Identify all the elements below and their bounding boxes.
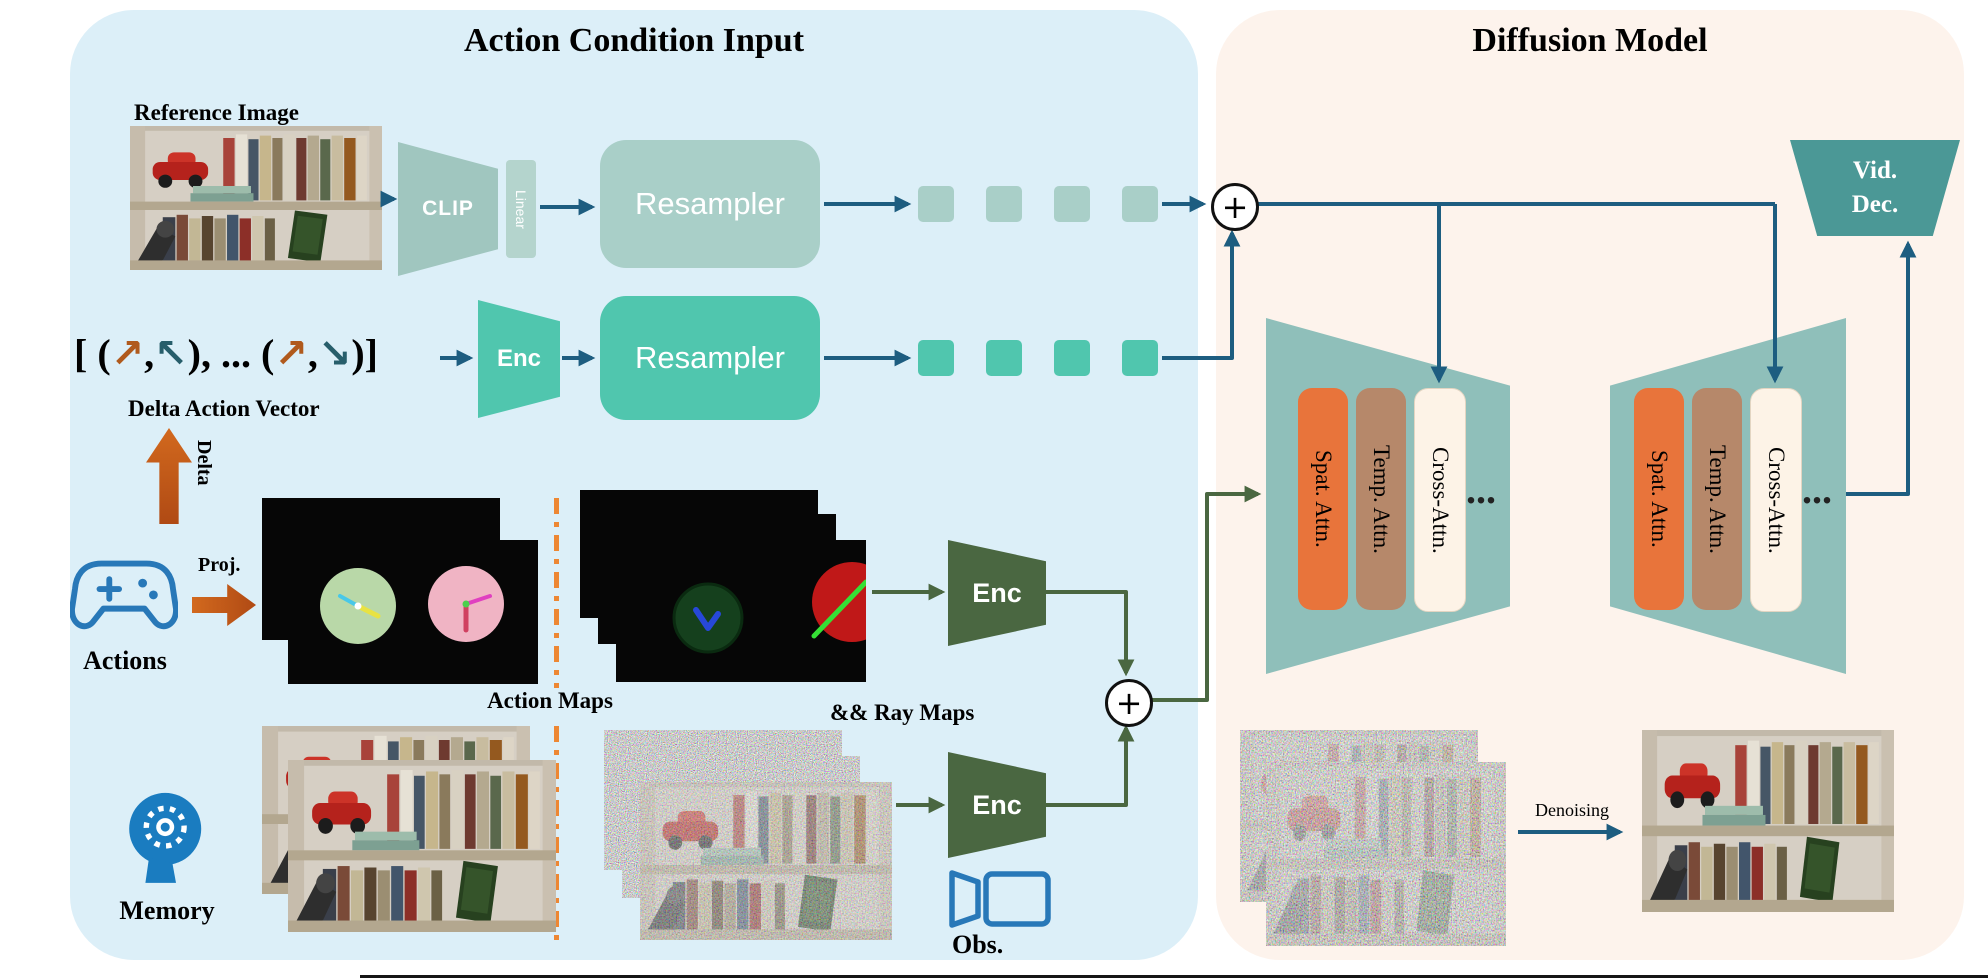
resampler-mid: Resampler bbox=[600, 296, 820, 420]
delta-label: Delta bbox=[193, 440, 215, 486]
plus-symbol: + bbox=[1221, 188, 1249, 226]
enc-ray-label: Enc bbox=[972, 577, 1022, 608]
divider-top bbox=[554, 498, 559, 688]
temp-attn-label: Temp. Attn. bbox=[1705, 444, 1730, 554]
clip-label: CLIP bbox=[422, 197, 474, 220]
temp-attn-block-2: Temp. Attn. bbox=[1692, 388, 1742, 610]
action-token bbox=[986, 340, 1022, 376]
denoised-image bbox=[1642, 730, 1894, 912]
vector-text: , bbox=[307, 331, 318, 376]
vid-dec-label-line2: Dec. bbox=[1851, 191, 1899, 218]
ray-maps-label: && Ray Maps bbox=[830, 700, 975, 725]
proj-label: Proj. bbox=[198, 554, 241, 576]
action-maps-label: Action Maps bbox=[487, 688, 613, 713]
image-token bbox=[918, 186, 954, 222]
add-circle-bottom: + bbox=[1105, 679, 1153, 727]
image-token bbox=[1054, 186, 1090, 222]
image-token bbox=[1122, 186, 1158, 222]
action-condition-title: Action Condition Input bbox=[463, 22, 805, 59]
action-token bbox=[1054, 340, 1090, 376]
plus-symbol: + bbox=[1115, 684, 1143, 722]
resampler-top-label: Resampler bbox=[635, 186, 785, 221]
ray-encoder: Enc bbox=[948, 540, 1046, 646]
cross-attn-block-1: Cross-Attn. bbox=[1414, 388, 1466, 612]
vector-text: , bbox=[144, 331, 155, 376]
vector-text: [ ( bbox=[74, 331, 111, 376]
actions-label: Actions bbox=[83, 646, 167, 675]
page-rule bbox=[360, 975, 1988, 978]
cross-attn-block-2: Cross-Attn. bbox=[1750, 388, 1802, 612]
memory-label: Memory bbox=[119, 896, 215, 925]
obs-label: Obs. bbox=[952, 930, 1004, 959]
spat-attn-block-1: Spat. Attn. bbox=[1298, 388, 1348, 610]
vector-text: ), ... ( bbox=[187, 331, 275, 376]
ray-map-content bbox=[672, 562, 892, 654]
memory-head-icon bbox=[129, 792, 202, 883]
ellipsis-1: ... bbox=[1466, 467, 1496, 512]
reference-image bbox=[130, 126, 382, 270]
cross-attn-label: Cross-Attn. bbox=[1428, 446, 1453, 554]
vector-arrow-icon: ↖ bbox=[154, 331, 188, 377]
spat-attn-label: Spat. Attn. bbox=[1311, 450, 1336, 548]
vector-arrow-icon: ↗ bbox=[110, 331, 145, 377]
camera-icon bbox=[949, 870, 1051, 928]
denoising-label: Denoising bbox=[1535, 800, 1609, 820]
cross-attn-label: Cross-Attn. bbox=[1764, 446, 1789, 554]
image-token bbox=[986, 186, 1022, 222]
enc-obs-label: Enc bbox=[972, 789, 1022, 820]
noise-map-front bbox=[640, 782, 892, 940]
action-token bbox=[1122, 340, 1158, 376]
memory-image-front bbox=[288, 760, 556, 932]
action-map-front bbox=[288, 540, 538, 684]
delta-action-vector-label: Delta Action Vector bbox=[128, 396, 320, 421]
spat-attn-block-2: Spat. Attn. bbox=[1634, 388, 1684, 610]
resampler-top: Resampler bbox=[600, 140, 820, 268]
vector-text: )] bbox=[351, 331, 378, 376]
action-map-content bbox=[320, 566, 504, 644]
ray-map-front bbox=[616, 540, 892, 682]
video-decoder: Vid. Dec. bbox=[1790, 140, 1960, 236]
noisy-latent-front bbox=[1266, 762, 1506, 946]
linear-layer: Linear bbox=[506, 160, 536, 258]
gamepad-icon bbox=[70, 560, 178, 630]
reference-image-label: Reference Image bbox=[134, 100, 299, 125]
spat-attn-label: Spat. Attn. bbox=[1647, 450, 1672, 548]
enc-action-label: Enc bbox=[496, 345, 541, 372]
linear-label: Linear bbox=[513, 189, 529, 229]
ellipsis-2: ... bbox=[1802, 467, 1832, 512]
add-circle-top: + bbox=[1211, 183, 1259, 231]
vector-arrow-icon: ↘ bbox=[317, 331, 352, 377]
divider-bottom bbox=[554, 726, 559, 944]
obs-encoder: Enc bbox=[948, 752, 1046, 858]
resampler-mid-label: Resampler bbox=[635, 340, 785, 375]
action-token bbox=[918, 340, 954, 376]
vid-dec-label-line1: Vid. bbox=[1852, 157, 1898, 185]
action-encoder: Enc bbox=[478, 300, 560, 418]
delta-action-vector: [ (↗,↖), ... (↗,↘)] bbox=[74, 330, 378, 377]
vector-arrow-icon: ↗ bbox=[274, 331, 308, 377]
temp-attn-block-1: Temp. Attn. bbox=[1356, 388, 1406, 610]
temp-attn-label: Temp. Attn. bbox=[1369, 444, 1394, 554]
diffusion-model-title: Diffusion Model bbox=[1472, 22, 1708, 59]
